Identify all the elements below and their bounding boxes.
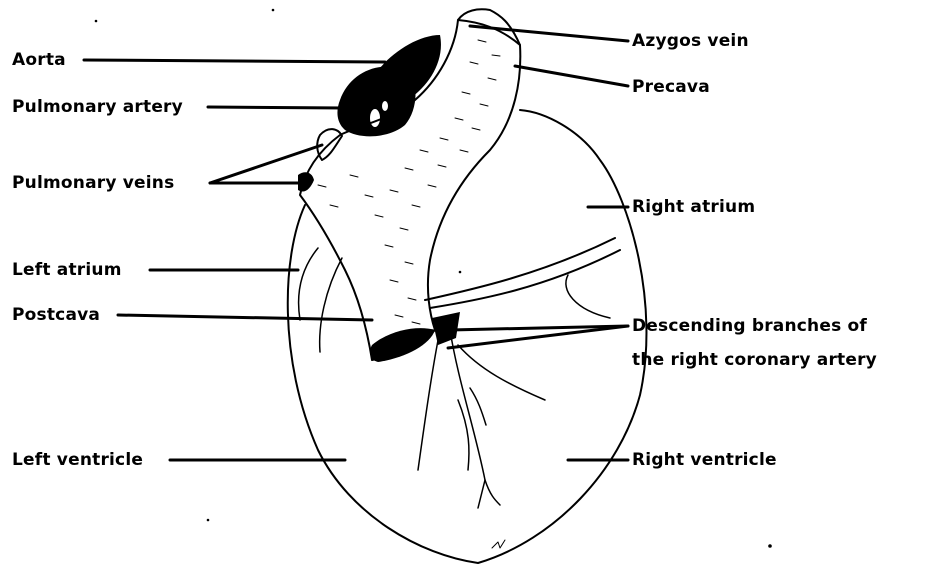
label-aorta: Aorta [12, 50, 66, 70]
descending-branch-4 [458, 345, 545, 400]
descending-branch-3 [478, 480, 485, 508]
stray-dot [768, 544, 772, 548]
descending-branch-1 [418, 330, 440, 470]
label-pulmonary-artery: Pulmonary artery [12, 97, 183, 117]
leader-azygos [470, 26, 628, 41]
leader-postcava [118, 315, 372, 320]
leader-precava [515, 66, 628, 86]
label-pulmonary-veins: Pulmonary veins [12, 173, 174, 193]
label-left-ventricle: Left ventricle [12, 450, 143, 470]
coronary-branch-right [566, 275, 610, 318]
label-descending-branches-2: the right coronary artery [632, 350, 877, 370]
coronary-groove-upper [425, 238, 615, 300]
pulmonary-artery-highlight [370, 109, 380, 127]
stray-dot [95, 20, 98, 23]
label-postcava: Postcava [12, 305, 100, 325]
label-right-atrium: Right atrium [632, 197, 755, 217]
leader-pulmonary-artery [208, 107, 345, 108]
coronary-groove-lower [430, 250, 620, 308]
label-descending-branches-1: Descending branches of [632, 316, 867, 336]
stray-dot [207, 519, 210, 522]
label-left-atrium: Left atrium [12, 260, 122, 280]
left-atrium-boundary [299, 248, 318, 320]
leader-aorta [84, 60, 385, 62]
stray-dot [272, 9, 275, 12]
pulmonary-artery-highlight-2 [382, 101, 388, 111]
postcava-opening [370, 328, 435, 362]
label-precava: Precava [632, 77, 710, 97]
label-right-ventricle: Right ventricle [632, 450, 777, 470]
left-ventricle-line [320, 258, 342, 352]
stray-dot [459, 271, 462, 274]
descending-branch-2 [450, 330, 500, 505]
descending-branch-6 [458, 400, 469, 470]
descending-branch-5 [470, 388, 486, 425]
label-azygos-vein: Azygos vein [632, 31, 749, 51]
apex-mark [492, 540, 505, 548]
